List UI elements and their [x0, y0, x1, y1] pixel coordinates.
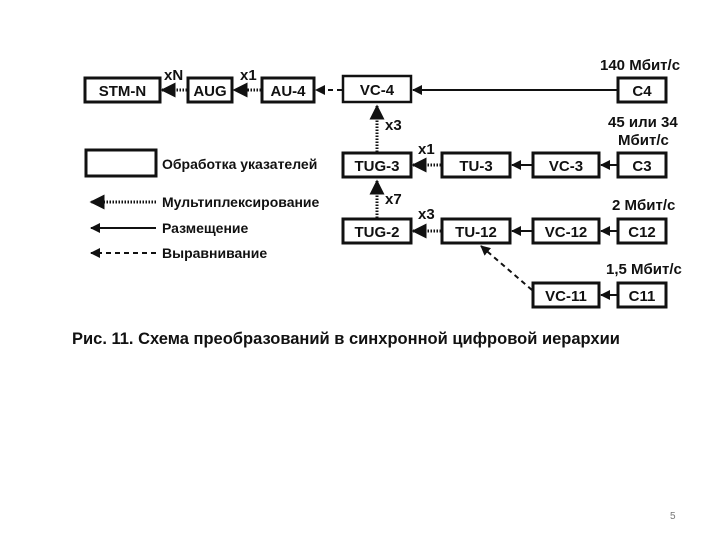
- block-stm-n-label: STM-N: [99, 83, 147, 100]
- block-c3: C3: [616, 151, 668, 179]
- block-tug3-label: TUG-3: [355, 158, 400, 175]
- rate-c11: 1,5 Мбит/с: [606, 261, 682, 278]
- rate-c3-line2: Мбит/с: [618, 132, 669, 149]
- block-c4: C4: [616, 76, 668, 104]
- block-aug: AUG: [186, 76, 234, 104]
- block-c12: C12: [616, 217, 668, 245]
- block-tu3: TU-3: [440, 151, 512, 179]
- block-c11: C11: [616, 281, 668, 309]
- block-vc11: VC-11: [531, 281, 601, 309]
- block-aug-label: AUG: [193, 83, 226, 100]
- block-stm-n: STM-N: [83, 76, 162, 104]
- block-vc11-label: VC-11: [545, 288, 587, 305]
- legend-pointer-processing: Обработка указателей: [162, 156, 317, 172]
- block-c3-label: C3: [632, 158, 651, 175]
- block-tug3: TUG-3: [341, 151, 413, 179]
- block-tug2: TUG-2: [341, 217, 413, 245]
- mult-x3-tu12: x3: [418, 206, 435, 223]
- legend-pointer-box: [84, 148, 158, 178]
- mult-x1-au4: x1: [240, 67, 257, 84]
- legend-mapping: Размещение: [162, 220, 249, 236]
- legend-multiplexing: Мультиплексирование: [162, 194, 320, 210]
- figure-caption: Рис. 11. Схема преобразований в синхронн…: [72, 330, 620, 348]
- page-number: 5: [670, 511, 676, 522]
- mult-x1-tu3: x1: [418, 141, 435, 158]
- block-tug2-label: TUG-2: [355, 224, 400, 241]
- block-au4-label: AU-4: [270, 83, 306, 100]
- block-c11-label: C11: [629, 288, 656, 305]
- block-vc12: VC-12: [531, 217, 601, 245]
- block-au4: AU-4: [260, 76, 316, 104]
- block-tu12-label: TU-12: [455, 224, 497, 241]
- rate-c12: 2 Мбит/с: [612, 197, 675, 214]
- block-c12-label: C12: [628, 224, 656, 241]
- block-tu3-label: TU-3: [459, 158, 492, 175]
- rate-c3-line1: 45 или 34: [608, 114, 678, 131]
- block-vc3: VC-3: [531, 151, 601, 179]
- block-vc12-label: VC-12: [545, 224, 588, 241]
- legend: Обработка указателей Мультиплексирование…: [84, 148, 320, 261]
- rate-c4: 140 Мбит/с: [600, 57, 680, 74]
- block-vc4: VC-4: [341, 74, 413, 104]
- legend-alignment: Выравнивание: [162, 245, 267, 261]
- mult-xN: xN: [164, 67, 183, 84]
- mult-x3-vc4: x3: [385, 117, 402, 134]
- arrow-vc11-to-tu12: [480, 245, 533, 291]
- block-c4-label: C4: [632, 83, 652, 100]
- mult-x7-tug2: x7: [385, 191, 402, 208]
- block-vc3-label: VC-3: [549, 158, 583, 175]
- block-tu12: TU-12: [440, 217, 512, 245]
- block-vc4-label: VC-4: [360, 82, 395, 99]
